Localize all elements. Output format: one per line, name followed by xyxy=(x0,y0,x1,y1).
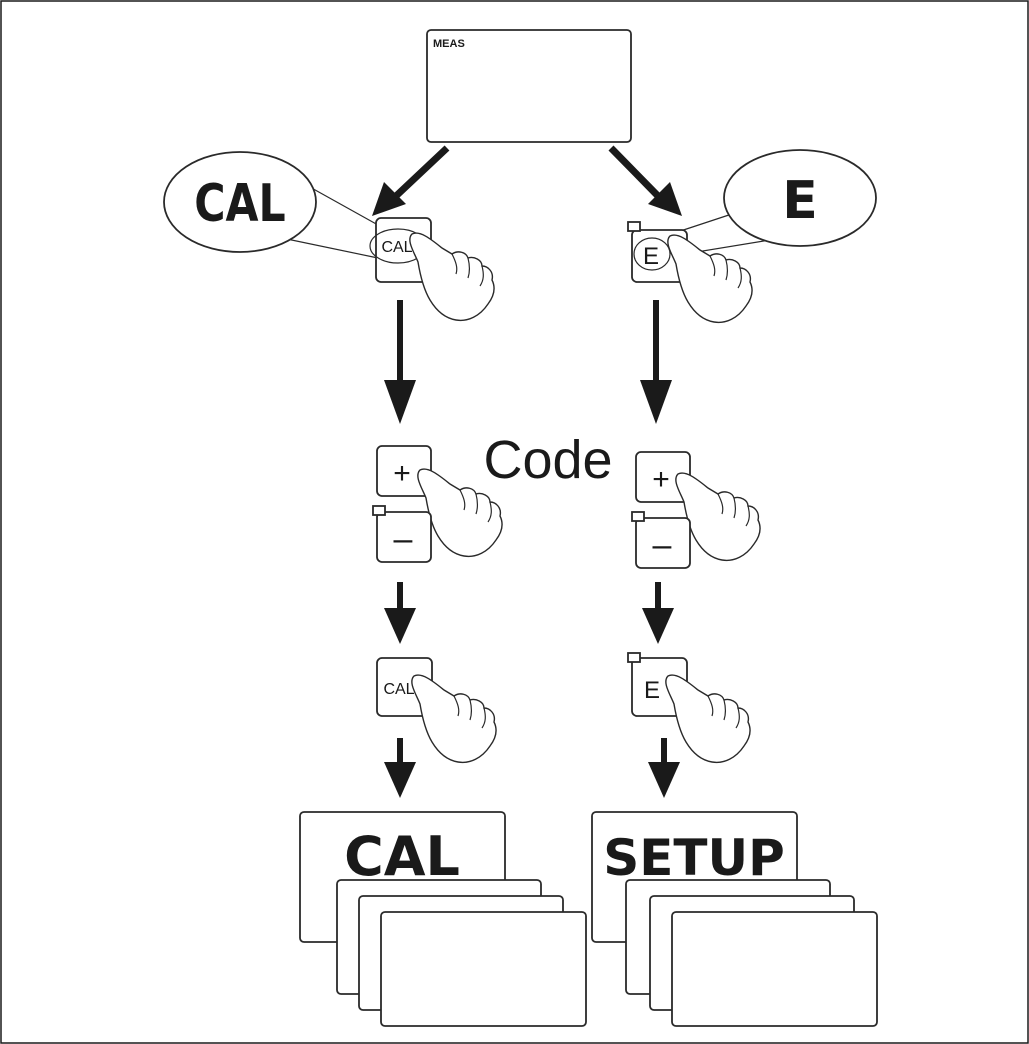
e-callout-text: E xyxy=(782,171,818,231)
arrow-e-down-3 xyxy=(648,738,680,798)
meas-label: MEAS xyxy=(433,38,465,50)
minus-key-right[interactable]: – xyxy=(631,511,691,569)
led-indicator-icon xyxy=(631,511,645,522)
setup-screen-title: SETUP xyxy=(603,829,785,887)
led-indicator-icon xyxy=(372,505,386,516)
e-key-bottom-label: E xyxy=(644,677,660,704)
e-key-top-label: E xyxy=(643,243,659,270)
cal-screen-stack: CAL xyxy=(299,811,587,1027)
led-indicator-icon xyxy=(627,652,641,663)
cal-key-top-label: CAL xyxy=(381,239,412,256)
led-indicator-icon xyxy=(627,221,641,232)
minus-key-left[interactable]: – xyxy=(372,505,432,563)
plus-key-left[interactable]: + xyxy=(376,445,432,497)
code-label: Code xyxy=(483,430,612,490)
arrow-e-down-2 xyxy=(642,582,674,644)
arrow-cal-down-3 xyxy=(384,738,416,798)
arrow-cal-down-2 xyxy=(384,582,416,644)
plus-key-left-label: + xyxy=(393,457,411,490)
meas-display: MEAS xyxy=(426,29,632,143)
cal-callout-text: CAL xyxy=(194,174,285,234)
arrow-cal-down-1 xyxy=(384,300,416,424)
plus-key-right-label: + xyxy=(652,463,670,496)
e-callout: E xyxy=(637,149,877,259)
arrow-e-down-1 xyxy=(640,300,672,424)
arrow-to-e-key xyxy=(608,145,682,216)
minus-key-left-label: – xyxy=(394,520,413,558)
plus-key-right[interactable]: + xyxy=(635,451,691,503)
setup-screen-stack: SETUP xyxy=(591,811,878,1027)
cal-callout: CAL xyxy=(163,151,379,259)
cal-key-bottom-label: CAL xyxy=(383,681,414,698)
arrow-to-cal-key xyxy=(372,145,450,216)
minus-key-right-label: – xyxy=(653,526,672,564)
cal-screen-title: CAL xyxy=(344,825,460,888)
